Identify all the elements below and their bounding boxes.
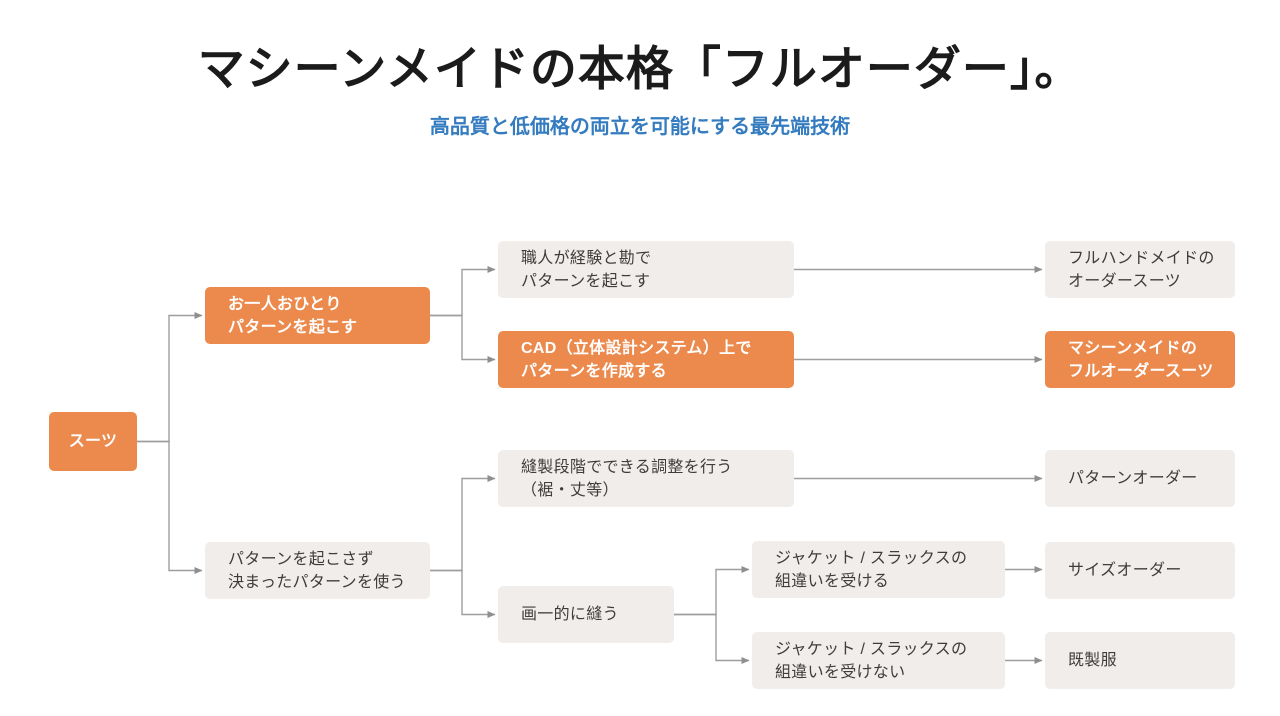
edge-uniform-sewing-to-reject-mismatch: [674, 613, 750, 664]
node-craftsman-pattern: 職人が経験と勘でパターンを起こす: [498, 241, 794, 298]
node-machine-made-full-order-suit-label: フルオーダースーツ: [1068, 362, 1214, 380]
node-cad-pattern: CAD（立体設計システム）上でパターンを作成する: [498, 331, 794, 388]
node-pattern-order-label: パターンオーダー: [1068, 470, 1198, 487]
node-ready-made-clothes-label: 既製服: [1068, 652, 1117, 669]
node-size-order-label: サイズオーダー: [1068, 562, 1182, 579]
edge-individual-pattern-to-craftsman-pattern: [430, 266, 496, 317]
node-reject-mismatch-label: 組違いを受けない: [775, 663, 906, 681]
node-accept-mismatch-label: ジャケット / スラックスの: [775, 549, 968, 567]
node-craftsman-pattern-label: 職人が経験と勘で: [521, 249, 652, 267]
node-fixed-pattern-label: パターンを起こさず: [228, 550, 374, 568]
node-accept-mismatch-label: 組違いを受ける: [775, 572, 890, 590]
node-full-handmade-order-suit-label: オーダースーツ: [1068, 272, 1181, 290]
node-reject-mismatch: ジャケット / スラックスの組違いを受けない: [752, 632, 1005, 689]
node-machine-made-full-order-suit-label: マシーンメイドの: [1068, 339, 1198, 357]
edge-fixed-pattern-to-uniform-sewing: [430, 569, 496, 618]
node-reject-mismatch-label: ジャケット / スラックスの: [775, 640, 968, 658]
node-sewing-adjustment: 縫製段階でできる調整を行う （裾・丈等）: [498, 450, 794, 507]
page-title: マシーンメイドの本格「フルオーダー」。: [197, 44, 1083, 96]
edge-individual-pattern-to-cad-pattern: [430, 314, 496, 363]
node-cad-pattern-label: CAD（立体設計システム）上で: [521, 339, 752, 357]
node-cad-pattern-label: パターンを作成する: [521, 362, 667, 380]
node-fixed-pattern-label: 決まったパターンを使う: [228, 573, 406, 591]
node-sewing-adjustment-label: 縫製段階でできる調整を行う: [521, 458, 733, 476]
node-fixed-pattern: パターンを起こさず決まったパターンを使う: [205, 542, 430, 599]
node-sewing-adjustment-label: （裾・丈等）: [521, 481, 619, 499]
edge-suits-to-fixed-pattern: [137, 440, 203, 574]
node-uniform-sewing-label: 画一的に縫う: [521, 606, 619, 623]
node-individual-pattern-label: パターンを起こす: [228, 318, 358, 336]
node-pattern-order: パターンオーダー: [1045, 450, 1235, 507]
node-accept-mismatch: ジャケット / スラックスの組違いを受ける: [752, 541, 1005, 598]
node-full-handmade-order-suit-label: フルハンドメイドの: [1068, 249, 1215, 267]
edge-suits-to-individual-pattern: [137, 312, 203, 443]
node-individual-pattern-label: お一人おひとり: [228, 295, 342, 313]
edge-fixed-pattern-to-sewing-adjustment: [430, 475, 496, 572]
node-full-handmade-order-suit: フルハンドメイドのオーダースーツ: [1045, 241, 1235, 298]
edge-uniform-sewing-to-accept-mismatch: [674, 566, 750, 616]
page-subtitle: 高品質と低価格の両立を可能にする最先端技術: [429, 116, 851, 138]
node-individual-pattern: お一人おひとりパターンを起こす: [205, 287, 430, 344]
node-craftsman-pattern-label: パターンを起こす: [521, 272, 651, 290]
node-uniform-sewing: 画一的に縫う: [498, 586, 674, 643]
node-size-order: サイズオーダー: [1045, 542, 1235, 599]
node-machine-made-full-order-suit: マシーンメイドのフルオーダースーツ: [1045, 331, 1235, 388]
node-suits-label: スーツ: [68, 433, 118, 450]
node-ready-made-clothes: 既製服: [1045, 632, 1235, 689]
node-suits: スーツ: [49, 412, 137, 471]
